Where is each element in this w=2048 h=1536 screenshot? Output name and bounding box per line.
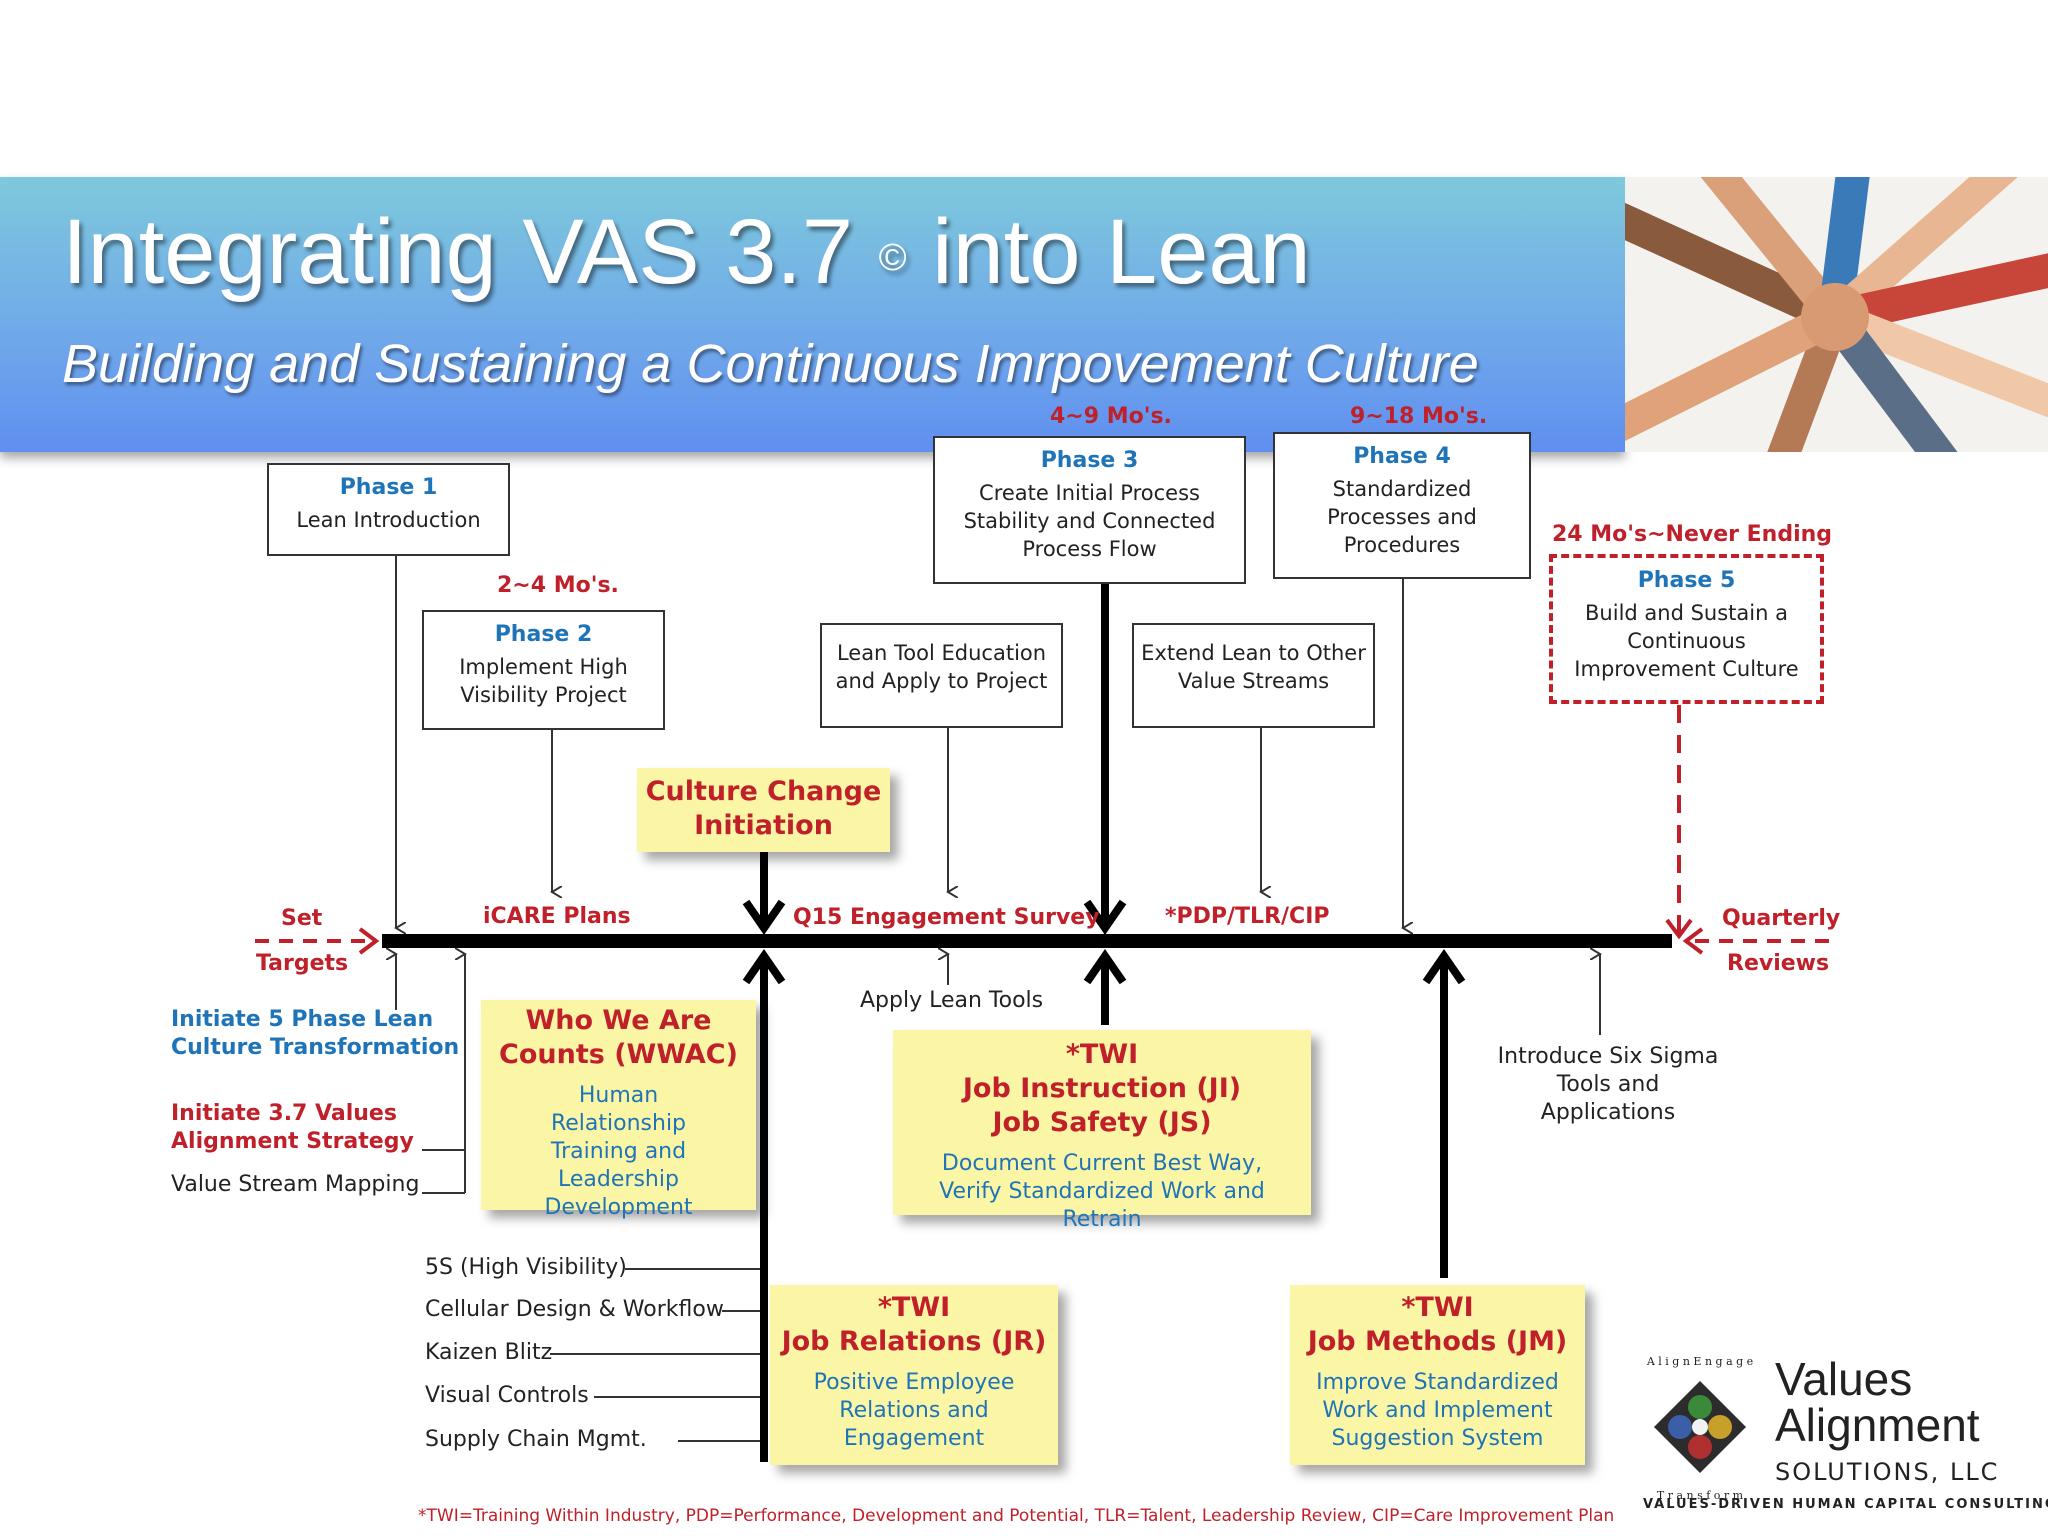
team-hands-photo	[1625, 177, 2048, 452]
icare-plans-label: iCARE Plans	[483, 904, 631, 929]
phase-5-text: Build and Sustain a Continuous Improveme…	[1574, 601, 1799, 681]
copyright-symbol: ©	[878, 237, 907, 280]
logo-name-line-2: Alignment	[1775, 1399, 1980, 1451]
company-logo: A l i g n E n g a g e T r a n s f o r m	[1640, 1355, 2040, 1515]
tool-supply-chain: Supply Chain Mgmt.	[425, 1427, 647, 1452]
twi-jm-box: *TWI Job Methods (JM) Improve Standardiz…	[1290, 1285, 1585, 1465]
twi-ji-heading-2: Job Instruction (JI)	[962, 1073, 1242, 1104]
twi-ji-text: Document Current Best Way, Verify Standa…	[939, 1151, 1265, 1232]
phase-5-box: Phase 5 Build and Sustain a Continuous I…	[1549, 554, 1824, 704]
title-banner	[0, 177, 1625, 452]
wwac-heading: Who We Are Counts (WWAC)	[499, 1005, 738, 1070]
phase-5-duration: 24 Mo's~Never Ending	[1552, 522, 1833, 547]
svg-text:T r a n s f o r m: T r a n s f o r m	[1657, 1489, 1744, 1502]
title-text: Integrating VAS 3.7	[62, 201, 854, 303]
value-stream-mapping-label: Value Stream Mapping	[171, 1172, 420, 1197]
culture-change-heading: Culture Change Initiation	[645, 776, 882, 841]
phase-4-duration: 9~18 Mo's.	[1350, 404, 1488, 429]
diamond-logo-icon: A l i g n E n g a g e T r a n s f o r m	[1646, 1355, 1753, 1502]
set-label: Set	[281, 906, 323, 931]
tool-kaizen-blitz: Kaizen Blitz	[425, 1340, 553, 1365]
wwac-text: Human Relationship Training and Leadersh…	[544, 1083, 693, 1220]
wwac-box: Who We Are Counts (WWAC) Human Relations…	[481, 1000, 756, 1220]
six-sigma-label: Introduce Six Sigma Tools and Applicatio…	[1497, 1044, 1719, 1125]
logo-name-line-1: Values	[1775, 1353, 1913, 1405]
phase-1-heading: Phase 1	[339, 475, 438, 500]
quarterly-label: Quarterly	[1722, 906, 1841, 931]
slide-subtitle: Building and Sustaining a Continuous Imr…	[62, 334, 1479, 394]
slide-title: Integrating VAS 3.7 © into Lean	[62, 200, 1311, 305]
lean-tool-box: Lean Tool Education and Apply to Project	[820, 623, 1063, 728]
phase-3-duration: 4~9 Mo's.	[1050, 404, 1172, 429]
phase-3-heading: Phase 3	[1040, 448, 1139, 473]
culture-change-box: Culture Change Initiation	[637, 768, 890, 852]
phase-2-duration: 2~4 Mo's.	[497, 573, 619, 598]
phase-4-heading: Phase 4	[1353, 444, 1451, 469]
tool-cellular-design: Cellular Design & Workflow	[425, 1297, 724, 1322]
phase-1-box: Phase 1 Lean Introduction	[267, 463, 510, 556]
twi-jm-text: Improve Standardized Work and Implement …	[1316, 1370, 1559, 1451]
twi-ji-box: *TWI Job Instruction (JI) Job Safety (JS…	[893, 1030, 1311, 1232]
phase-2-box: Phase 2 Implement High Visibility Projec…	[422, 610, 665, 730]
tool-visual-controls: Visual Controls	[425, 1383, 589, 1408]
phase-5-heading: Phase 5	[1637, 568, 1736, 593]
logo-name: Values Alignment	[1775, 1356, 1980, 1448]
logo-llc: SOLUTIONS, LLC	[1775, 1458, 2000, 1486]
logo-tagline: VALUES-DRIVEN HUMAN CAPITAL CONSULTING	[1643, 1497, 2048, 1512]
initiate-37-label: Initiate 3.7 Values Alignment Strategy	[171, 1101, 414, 1154]
targets-label: Targets	[256, 951, 349, 976]
twi-ji-heading-1: *TWI	[1065, 1039, 1139, 1070]
initiate-5-phase-label: Initiate 5 Phase Lean Culture Transforma…	[171, 1007, 460, 1060]
twi-jr-box: *TWI Job Relations (JR) Positive Employe…	[770, 1285, 1058, 1465]
twi-jr-text: Positive Employee Relations and Engageme…	[813, 1370, 1015, 1451]
pdp-tlr-cip-label: *PDP/TLR/CIP	[1165, 904, 1330, 929]
twi-jm-heading-2: Job Methods (JM)	[1307, 1326, 1568, 1357]
footnote: *TWI=Training Within Industry, PDP=Perfo…	[418, 1506, 1615, 1526]
title-suffix: into Lean	[932, 201, 1311, 303]
reviews-label: Reviews	[1727, 951, 1830, 976]
twi-jr-heading-1: *TWI	[877, 1292, 951, 1323]
twi-ji-heading-3: Job Safety (JS)	[992, 1107, 1212, 1138]
phase-2-heading: Phase 2	[494, 622, 593, 647]
phase-2-text: Implement High Visibility Project	[459, 655, 628, 707]
phase-1-text: Lean Introduction	[296, 508, 481, 532]
phase-3-box: Phase 3 Create Initial Process Stability…	[933, 436, 1246, 584]
tool-5s: 5S (High Visibility)	[425, 1255, 627, 1280]
phase-4-box: Phase 4 Standardized Processes and Proce…	[1273, 432, 1531, 579]
extend-lean-text: Extend Lean to Other Value Streams	[1141, 641, 1366, 693]
apply-lean-tools-label: Apply Lean Tools	[860, 988, 1044, 1013]
extend-lean-box: Extend Lean to Other Value Streams	[1132, 623, 1375, 728]
phase-3-text: Create Initial Process Stability and Con…	[963, 481, 1216, 561]
twi-jr-heading-2: Job Relations (JR)	[781, 1326, 1047, 1357]
twi-jm-heading-1: *TWI	[1401, 1292, 1474, 1323]
lean-tool-text: Lean Tool Education and Apply to Project	[835, 641, 1048, 693]
phase-4-text: Standardized Processes and Procedures	[1327, 477, 1477, 557]
svg-text:A l i g n E n g a g e: A l i g n E n g a g e	[1646, 1355, 1753, 1368]
q15-survey-label: Q15 Engagement Survey	[793, 905, 1100, 930]
